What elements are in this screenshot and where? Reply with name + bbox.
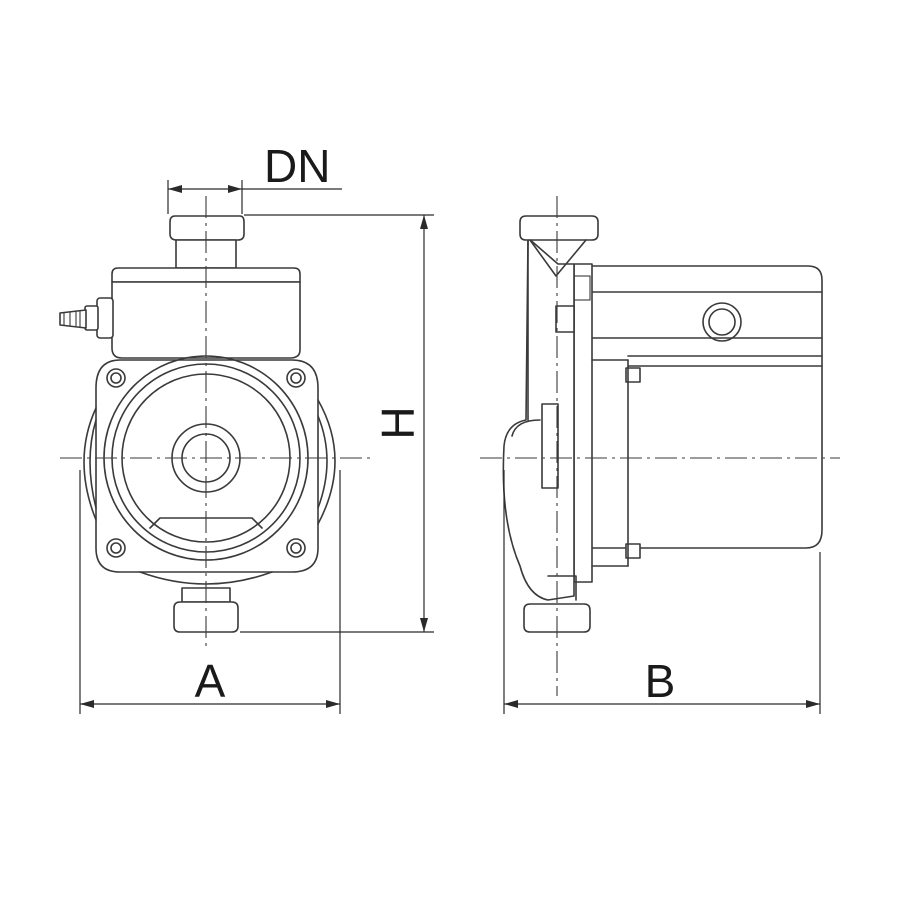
dimension-label-b: B <box>645 655 676 707</box>
corner-bolt-top-right <box>286 368 306 388</box>
corner-bolt-bottom-left <box>106 538 126 558</box>
housing-left-bulge-inner <box>89 419 97 509</box>
motor-lug-top <box>625 367 641 383</box>
flange-plate <box>573 263 593 583</box>
top-outlet-nozzle <box>169 215 245 241</box>
housing-slot <box>573 275 591 301</box>
housing-left-bulge <box>83 407 97 521</box>
side-top-nozzle <box>519 215 599 241</box>
housing-inner-web <box>555 305 575 333</box>
dimension-dn: DN <box>167 140 342 214</box>
side-top-nozzle-funnel <box>529 239 587 277</box>
housing-curve-lower <box>511 419 541 437</box>
dimension-b: B <box>503 470 821 714</box>
corner-bolt-top-left <box>106 368 126 388</box>
side-view <box>480 196 840 696</box>
corner-bolt-bottom-right <box>286 538 306 558</box>
pump-housing-side <box>502 237 575 601</box>
motor-body <box>589 265 823 549</box>
vent-screw-outer <box>702 302 742 342</box>
housing-right-bulge <box>317 399 336 525</box>
cable-gland <box>59 297 114 339</box>
dimension-label-a: A <box>195 655 226 707</box>
housing-right-bulge-inner <box>317 415 328 509</box>
dimension-h: H <box>240 214 434 633</box>
motor-lug-bottom <box>625 543 641 559</box>
impeller-chamber <box>541 403 559 489</box>
vent-screw-inner <box>708 308 736 336</box>
dimension-a: A <box>79 470 341 714</box>
dimension-label-h: H <box>372 406 424 439</box>
dimension-label-dn: DN <box>264 140 330 192</box>
front-view <box>59 196 372 648</box>
